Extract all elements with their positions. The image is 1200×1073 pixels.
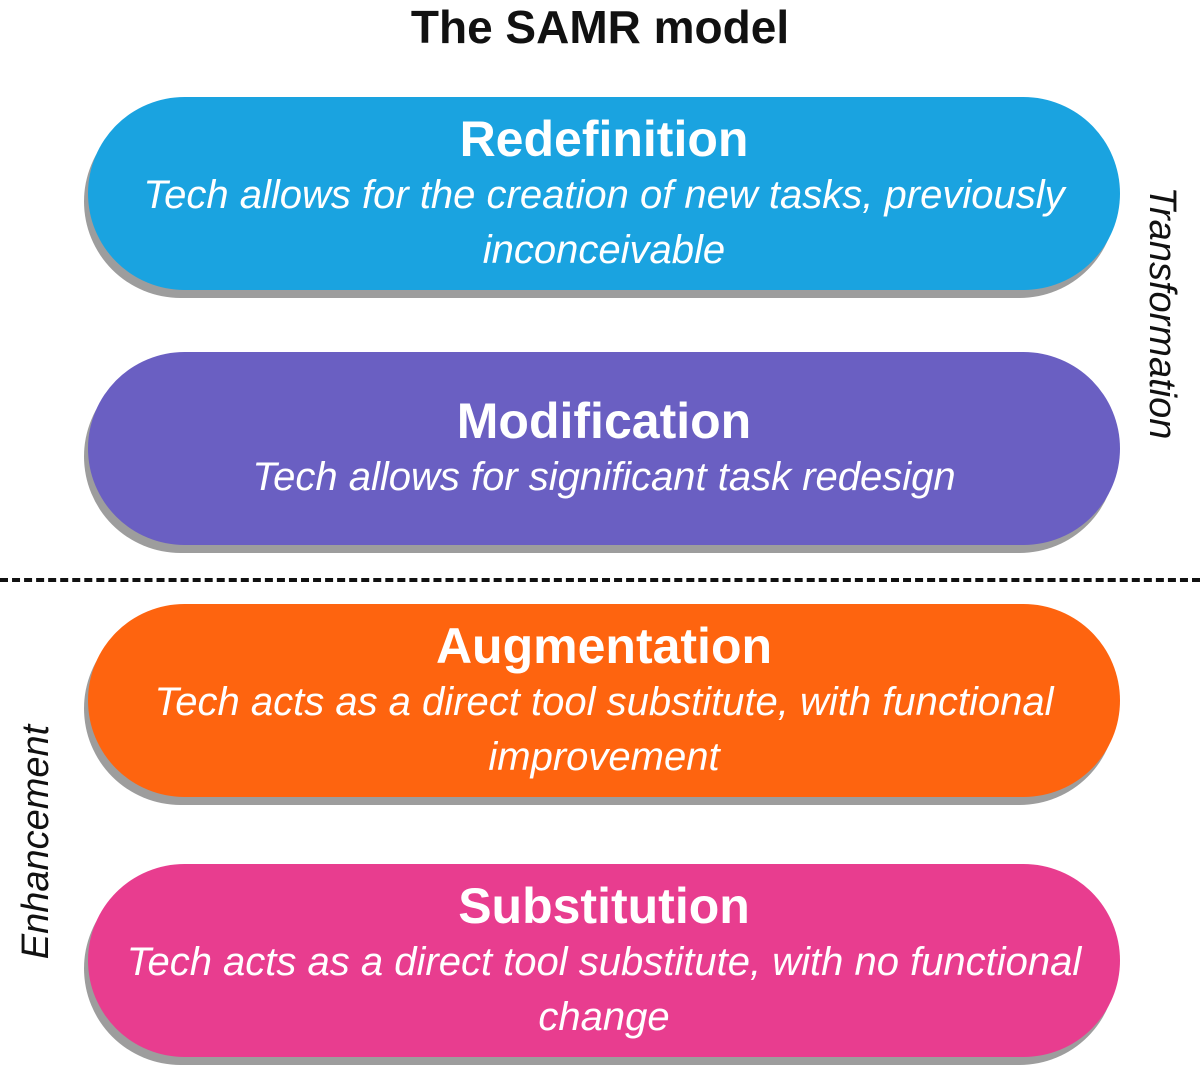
transformation-label: Transformation (1141, 186, 1183, 440)
stage-pill: Substitution Tech acts as a direct tool … (88, 864, 1120, 1057)
stage-description: Tech allows for significant task redesig… (252, 455, 956, 499)
stage-substitution: Substitution Tech acts as a direct tool … (84, 864, 1120, 1065)
stage-redefinition: Redefinition Tech allows for the creatio… (84, 97, 1120, 298)
enhancement-label: Enhancement (15, 724, 57, 960)
stage-description: Tech allows for the creation of new task… (143, 172, 1065, 272)
stage-augmentation: Augmentation Tech acts as a direct tool … (84, 604, 1120, 805)
transformation-enhancement-divider (0, 578, 1200, 582)
stage-title: Redefinition (459, 110, 749, 167)
stage-pill: Redefinition Tech allows for the creatio… (88, 97, 1120, 290)
stage-description: Tech acts as a direct tool substitute, w… (126, 939, 1082, 1039)
stage-pill: Modification Tech allows for significant… (88, 352, 1120, 545)
stage-modification: Modification Tech allows for significant… (84, 352, 1120, 553)
diagram-title: The SAMR model (410, 1, 790, 53)
stage-title: Substitution (458, 877, 750, 934)
stage-title: Modification (456, 393, 752, 449)
stage-pill: Augmentation Tech acts as a direct tool … (88, 604, 1120, 797)
stage-title: Augmentation (435, 617, 773, 674)
stage-description: Tech acts as a direct tool substitute, w… (154, 679, 1054, 779)
